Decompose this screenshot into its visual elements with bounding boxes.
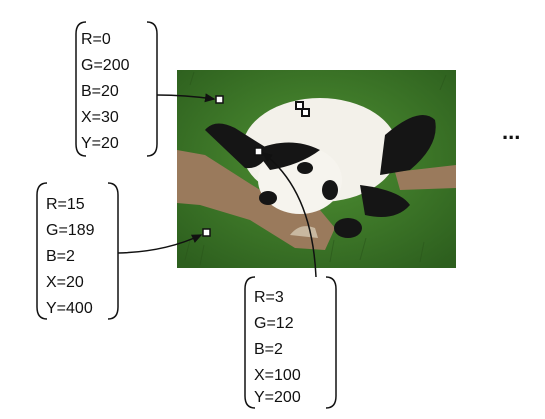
arrow-top-left [156, 93, 216, 103]
callout-top-left-line-3: B=20 [81, 83, 119, 100]
callout-top-left: R=0 G=200 B=20 X=30 Y=20 [75, 21, 158, 157]
callout-top-left-line-1: R=0 [81, 31, 111, 48]
callout-left-line-2: G=189 [46, 222, 95, 239]
panda-ear [259, 191, 277, 205]
panda-paw [334, 218, 362, 238]
callout-bottom-line-4: X=100 [254, 367, 301, 384]
callout-top-left-line-5: Y=20 [81, 135, 119, 152]
arrow-bottom [261, 152, 317, 278]
sample-markers [202, 95, 310, 237]
callout-bottom-line-2: G=12 [254, 315, 294, 332]
sample-marker-lower-left [202, 228, 211, 237]
panda-eye-patch [322, 180, 338, 200]
grass-texture [184, 71, 447, 266]
callout-bottom-line-3: B=2 [254, 341, 283, 358]
callout-top-left-line-2: G=200 [81, 57, 130, 74]
arrow-left [117, 234, 203, 254]
panda-arm-left [205, 123, 270, 169]
sample-marker-top-left [215, 95, 224, 104]
callout-bottom-line-1: R=3 [254, 289, 284, 306]
panda-shoulder [255, 142, 320, 170]
connectors [117, 93, 317, 278]
sample-marker-extra-2 [301, 108, 310, 117]
callout-left-line-3: B=2 [46, 248, 75, 265]
continuation-ellipsis: ... [502, 119, 520, 144]
sample-marker-center [254, 147, 263, 156]
callout-left-line-1: R=15 [46, 196, 85, 213]
panda-nose [297, 162, 313, 174]
callout-left-line-4: X=20 [46, 274, 84, 291]
panda-leg-lower [360, 185, 410, 218]
callout-top-left-line-4: X=30 [81, 109, 119, 126]
callout-left: R=15 G=189 B=2 X=20 Y=400 [36, 182, 119, 320]
panda-leg-right [380, 115, 436, 175]
callout-left-line-5: Y=400 [46, 300, 93, 317]
panda-photo [177, 70, 456, 268]
callout-bottom: R=3 G=12 B=2 X=100 Y=200 [244, 276, 337, 409]
callout-bottom-line-5: Y=200 [254, 389, 301, 406]
tree-branch [177, 150, 335, 250]
tree-branch-right [395, 165, 456, 190]
sample-marker-extra-1 [295, 101, 304, 110]
